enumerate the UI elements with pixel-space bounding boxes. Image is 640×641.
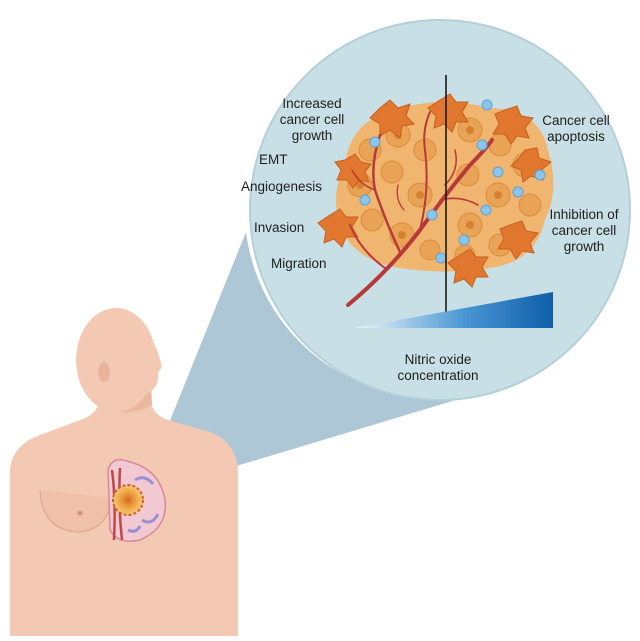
magnifier-cone [140, 232, 489, 495]
blood-vessels [346, 111, 494, 307]
breast-lobules [127, 476, 160, 533]
label-angiogenesis: Angiogenesis [241, 179, 323, 194]
label-invasion: Invasion [254, 220, 305, 235]
label-cancer-cell-apoptosis: Cancer cell apoptosis [542, 113, 610, 144]
label-nitric-oxide-concentration: Nitric oxide concentration [397, 352, 479, 383]
tumor-microenvironment [317, 93, 554, 307]
label-increased-cancer-cell-growth: Increased cancer cell growth [279, 96, 345, 143]
face-profile [128, 335, 162, 399]
ear [98, 362, 110, 382]
human-figure [10, 308, 238, 636]
nipple [77, 510, 83, 516]
nitric-oxide-gradient-wedge [355, 292, 553, 328]
breast-tumor [112, 484, 144, 516]
immune-cells [359, 99, 546, 264]
label-emt: EMT [259, 152, 288, 167]
left-breast [39, 489, 113, 533]
label-inhibition-of-cancer-cell-growth: Inhibition of cancer cell growth [549, 207, 619, 254]
label-migration: Migration [271, 256, 327, 271]
